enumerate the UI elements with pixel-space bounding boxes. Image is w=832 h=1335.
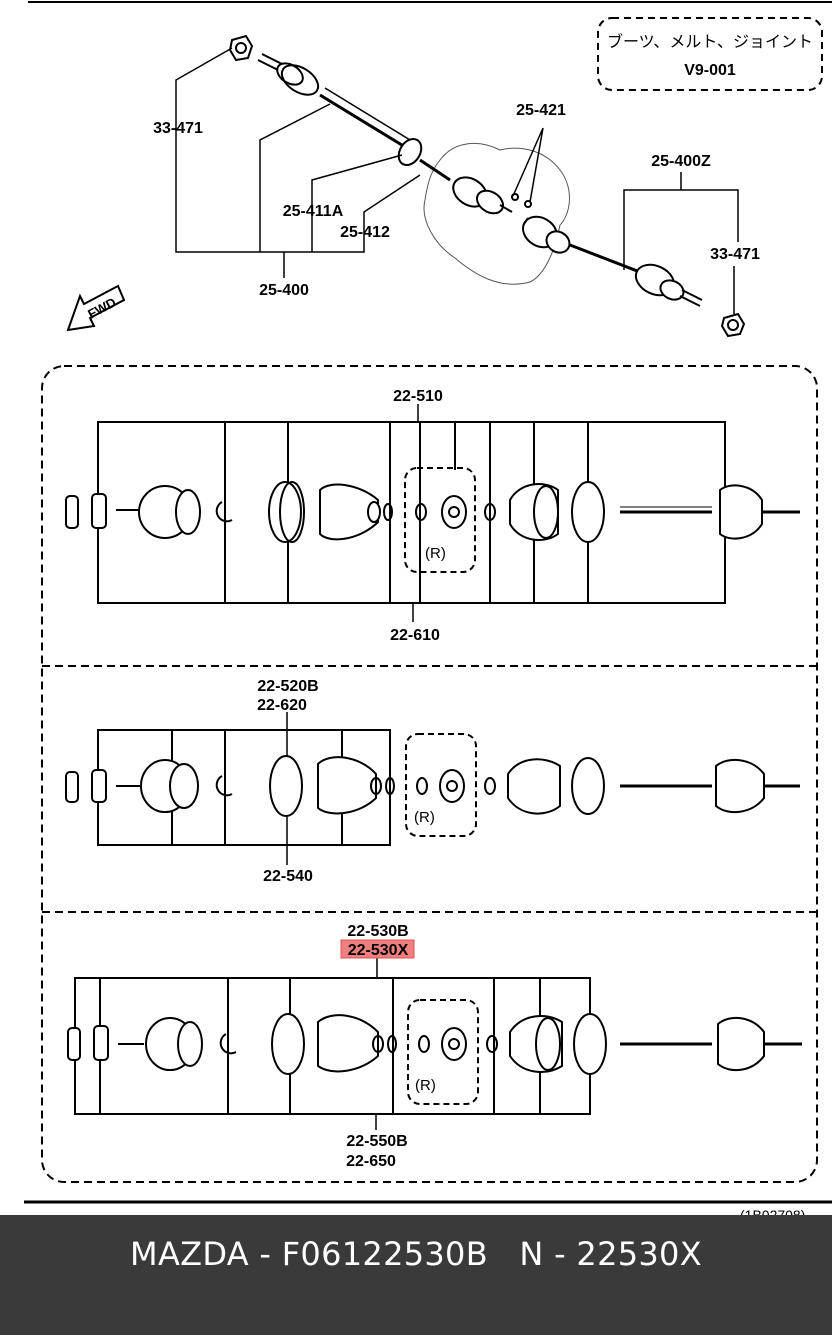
s3-highlight xyxy=(340,939,415,959)
s2-r-label: (R) xyxy=(414,809,435,826)
fwd-arrow-icon: FWD xyxy=(66,284,126,332)
s1-r-label: (R) xyxy=(425,545,446,562)
label-25-412: 25-412 xyxy=(340,224,390,241)
s3-label-bottom1: 22-550B xyxy=(346,1133,407,1150)
note-box: ブーツ、メルト、ジョイント V9-001 xyxy=(597,17,823,91)
note-box-line1: ブーツ、メルト、ジョイント xyxy=(607,32,813,51)
label-33-471-right: 33-471 xyxy=(710,246,760,263)
fwd-label: FWD xyxy=(85,294,118,321)
footer-text: MAZDA - F06122530B N - 22530X xyxy=(130,1235,702,1273)
s3-r-label: (R) xyxy=(415,1077,436,1094)
s1-label-bottom: 22-610 xyxy=(390,627,440,644)
section-3: 22-530B 22-530X 22-550B 22-650 (R) xyxy=(67,923,802,1170)
top-assembly xyxy=(175,34,746,338)
section-1: 22-510 22-610 (R) xyxy=(65,388,800,644)
section-2: 22-520B 22-620 22-540 (R) xyxy=(65,678,800,885)
sections-frame xyxy=(41,365,818,1183)
label-25-411a: 25-411A xyxy=(283,203,344,220)
s1-label-top: 22-510 xyxy=(393,388,443,405)
label-33-471-top: 33-471 xyxy=(153,120,203,137)
s3-label-bottom2: 22-650 xyxy=(346,1153,396,1170)
parts-diagram: ブーツ、メルト、ジョイント V9-001 FWD xyxy=(24,1,832,1215)
label-25-400: 25-400 xyxy=(259,282,309,299)
s3-label-top2: 22-530X xyxy=(348,942,409,959)
label-25-400z: 25-400Z xyxy=(651,153,711,170)
label-25-421: 25-421 xyxy=(516,102,566,119)
s3-label-top1: 22-530B xyxy=(347,923,408,940)
s2-label-top2: 22-620 xyxy=(257,697,307,714)
note-box-line2: V9-001 xyxy=(684,62,736,79)
corner-code: (1B02708) xyxy=(740,1207,805,1215)
footer-bar: MAZDA - F06122530B N - 22530X xyxy=(0,1215,832,1335)
s2-label-bottom: 22-540 xyxy=(263,868,313,885)
s2-label-top1: 22-520B xyxy=(257,678,318,695)
